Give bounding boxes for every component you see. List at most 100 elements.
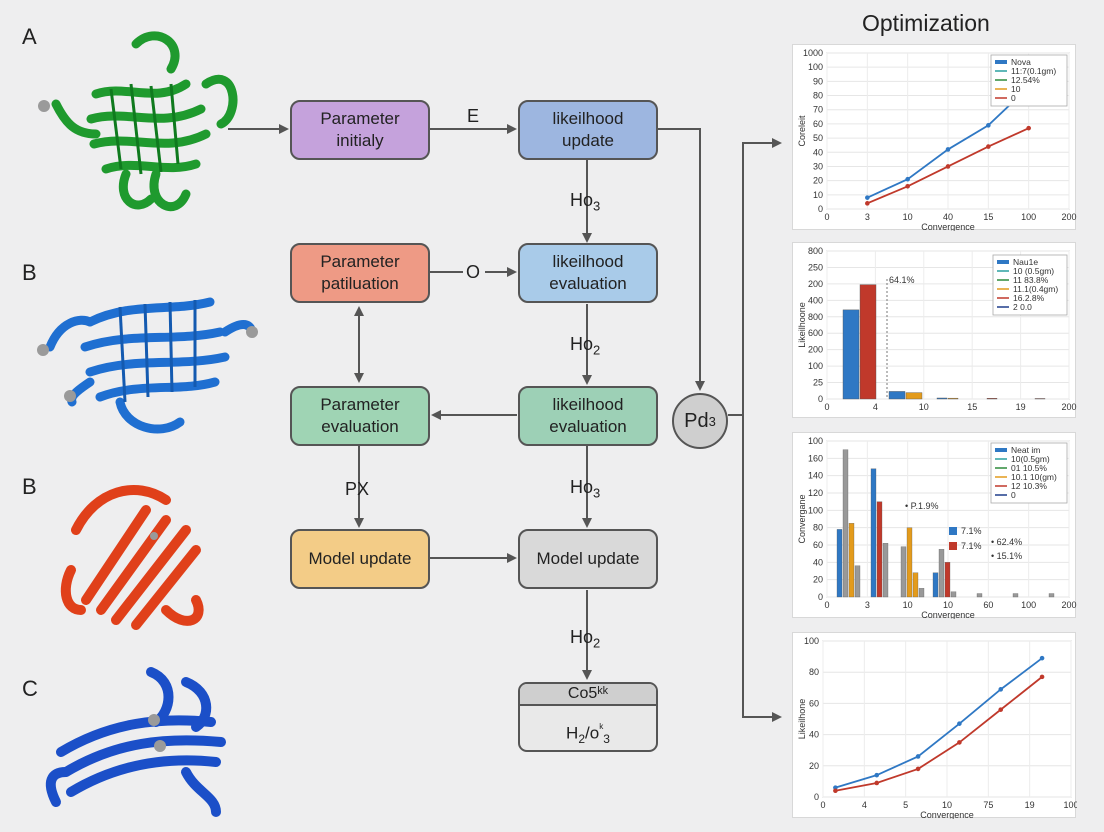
legend-entry: 16.2.8% bbox=[1013, 293, 1045, 303]
node-parameter-initialy: Parameter initialy bbox=[290, 100, 430, 160]
node-model-update-right-label: Model update bbox=[536, 549, 640, 568]
x-tick-label: 0 bbox=[820, 800, 825, 810]
y-axis-label: Likeilhone bbox=[797, 699, 807, 740]
x-tick-label: 0 bbox=[824, 402, 829, 412]
legend-entry: 10(0.5gm) bbox=[1011, 454, 1050, 464]
bar bbox=[870, 468, 877, 598]
bar bbox=[882, 543, 889, 598]
x-tick-label: 75 bbox=[983, 800, 993, 810]
bar bbox=[836, 529, 843, 598]
legend-entry: Neat im bbox=[1011, 445, 1040, 455]
edge-label-ho2-a: Ho2 bbox=[570, 334, 601, 358]
bar bbox=[912, 572, 919, 598]
bar bbox=[986, 398, 998, 400]
y-tick-label: 0 bbox=[814, 792, 819, 802]
y-tick-label: 800 bbox=[808, 246, 823, 256]
data-point bbox=[998, 687, 1004, 692]
node-model-update-right: Model update bbox=[518, 529, 658, 589]
legend-entry: Nau1e bbox=[1013, 257, 1038, 267]
node-likelihood-update-label: likeilhood update bbox=[552, 109, 624, 150]
bar bbox=[1012, 593, 1019, 598]
y-tick-label: 70 bbox=[813, 105, 823, 115]
legend-box bbox=[992, 254, 1068, 316]
x-tick-label: 200 bbox=[1061, 600, 1076, 610]
data-point bbox=[833, 788, 838, 794]
legend-entry: 12 10.3% bbox=[1011, 481, 1047, 491]
y-axis-label: Coreleit bbox=[797, 115, 807, 147]
y-tick-label: 20 bbox=[813, 176, 823, 186]
y-tick-label: 250 bbox=[808, 262, 823, 272]
x-tick-label: 60 bbox=[983, 600, 993, 610]
edge-label-e: E bbox=[467, 106, 480, 126]
data-point bbox=[874, 772, 880, 778]
y-tick-label: 80 bbox=[809, 667, 819, 677]
data-point bbox=[874, 780, 880, 786]
y-tick-label: 40 bbox=[813, 147, 823, 157]
y-tick-label: 30 bbox=[813, 161, 823, 171]
node-cylinder-bottom-label: H2/oᵏ3 bbox=[566, 721, 610, 747]
legend-entry: 2 0.0 bbox=[1013, 302, 1032, 312]
legend-entry: 01 10.5% bbox=[1011, 463, 1047, 473]
x-tick-label: 4 bbox=[862, 800, 867, 810]
side-legend-label: 7.1% bbox=[961, 541, 982, 551]
x-tick-label: 4 bbox=[873, 402, 878, 412]
node-likelihood-update: likeilhood update bbox=[518, 100, 658, 160]
y-tick-label: 100 bbox=[808, 62, 823, 72]
node-likelihood-evaluation-1-label: likeilhood evaluation bbox=[549, 252, 627, 293]
node-model-update-left: Model update bbox=[290, 529, 430, 589]
panel-label-b1: B bbox=[22, 260, 37, 285]
data-point bbox=[905, 184, 910, 189]
bar bbox=[854, 565, 861, 598]
x-tick-label: 40 bbox=[943, 212, 953, 222]
data-point bbox=[1026, 125, 1031, 131]
data-point bbox=[957, 721, 962, 726]
bar bbox=[848, 523, 855, 598]
y-tick-label: 100 bbox=[808, 436, 823, 446]
edge-label-o: O bbox=[466, 262, 481, 282]
legend-entry: 0 bbox=[1011, 490, 1016, 500]
protein-structure-red bbox=[60, 485, 204, 630]
data-point bbox=[945, 164, 951, 169]
node-cylinder-output: Co5ᵏᵏ H2/oᵏ3 bbox=[518, 682, 658, 752]
bar bbox=[859, 284, 877, 400]
bar bbox=[918, 588, 925, 598]
legend-entry: 10 (0.5gm) bbox=[1013, 266, 1054, 276]
y-tick-label: 0 bbox=[818, 592, 823, 602]
x-tick-label: 3 bbox=[865, 212, 870, 222]
bar bbox=[944, 562, 951, 598]
bar bbox=[900, 546, 907, 598]
y-tick-label: 100 bbox=[808, 361, 823, 371]
x-tick-label: 5 bbox=[903, 800, 908, 810]
y-tick-label: 20 bbox=[813, 575, 823, 585]
x-axis-label: Convergence bbox=[921, 610, 975, 619]
y-tick-label: 25 bbox=[813, 378, 823, 388]
bar bbox=[888, 391, 906, 400]
y-axis-label: Likeilhoone bbox=[797, 302, 807, 348]
legend-entry: Nova bbox=[1011, 57, 1031, 67]
x-axis-label: Convergence bbox=[920, 810, 974, 819]
edge-label-ho3-b: Ho3 bbox=[570, 477, 601, 501]
legend-entry: 11.1(0.4gm) bbox=[1013, 284, 1058, 294]
data-point bbox=[998, 707, 1004, 712]
node-likelihood-evaluation-2-label: likeilhood evaluation bbox=[549, 395, 627, 436]
bar bbox=[938, 549, 945, 598]
legend-entry: 0 bbox=[1011, 93, 1016, 103]
bar bbox=[842, 309, 860, 400]
bar bbox=[936, 397, 948, 400]
y-tick-label: 10 bbox=[813, 190, 823, 200]
series-line-1 bbox=[835, 657, 1043, 789]
annotation-label: • 15.1% bbox=[991, 551, 1022, 561]
y-tick-label: 200 bbox=[808, 279, 823, 289]
protein-structure-blue bbox=[37, 297, 258, 434]
data-point bbox=[915, 754, 921, 759]
legend-entry: 10 bbox=[1011, 84, 1021, 94]
series-line-2 bbox=[835, 676, 1043, 792]
y-tick-label: 80 bbox=[813, 523, 823, 533]
panel-label-c: C bbox=[22, 676, 38, 701]
side-legend-swatch bbox=[949, 542, 957, 550]
y-tick-label: 800 bbox=[808, 312, 823, 322]
